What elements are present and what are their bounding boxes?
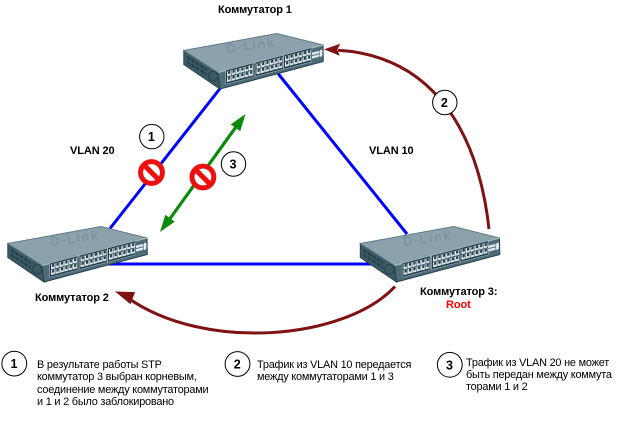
svg-text:3: 3 (230, 158, 237, 172)
svg-text:2: 2 (441, 96, 448, 110)
svg-text:2: 2 (234, 358, 241, 372)
svg-text:1: 1 (11, 357, 18, 371)
svg-text:3: 3 (446, 358, 453, 372)
svg-text:1: 1 (148, 130, 155, 144)
